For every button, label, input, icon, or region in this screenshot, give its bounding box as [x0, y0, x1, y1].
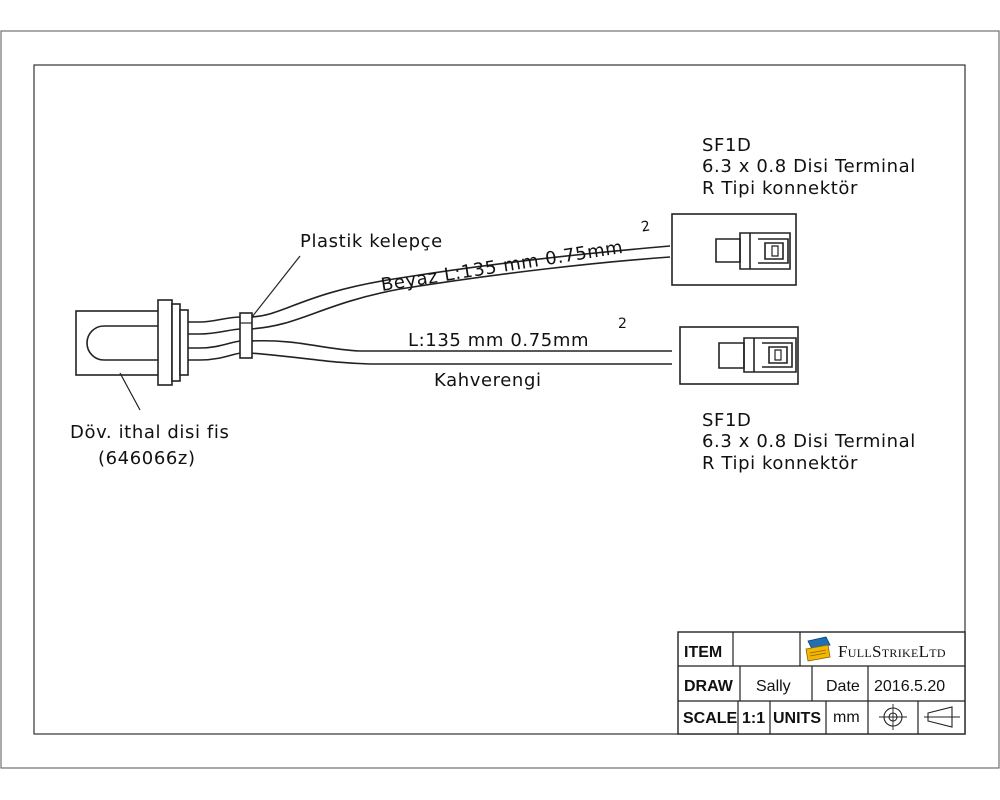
top-terminal-size: 6.3 x 0.8 Disi Terminal — [702, 156, 916, 177]
date-value: 2016.5.20 — [874, 678, 945, 695]
item-label: ITEM — [684, 644, 722, 661]
inner-border — [33, 64, 966, 735]
units-value: mm — [833, 709, 860, 726]
bottom-terminal-note: SF1D 6.3 x 0.8 Disi Terminal R Tipi konn… — [702, 410, 916, 474]
scale-label: SCALE — [683, 710, 738, 727]
company-name-full: FULL — [838, 642, 872, 661]
bottom-terminal-code: SF1D — [702, 410, 752, 431]
white-wire-spec-sup: 2 — [640, 218, 651, 235]
draw-label: DRAW — [684, 678, 734, 695]
plastic-clamp-label: Plastik kelepçe — [300, 231, 443, 252]
housing-connector — [75, 299, 200, 386]
brown-wire-color: Kahverengi — [434, 370, 542, 391]
scale-value: 1:1 — [742, 710, 765, 727]
title-block: ITEM FULLSTRIKELTD DRAW Sally Date 2016.… — [677, 631, 966, 735]
units-label: UNITS — [773, 710, 821, 727]
housing-leader-line — [119, 372, 141, 411]
outer-border — [0, 30, 1000, 769]
brown-wire-length: L:135 mm 0.75mm — [408, 330, 589, 351]
top-terminal-type: R Tipi konnektör — [702, 178, 858, 199]
logo-icon — [805, 636, 831, 662]
top-terminal-note: SF1D 6.3 x 0.8 Disi Terminal R Tipi konn… — [702, 135, 916, 199]
top-terminal-code: SF1D — [702, 135, 752, 156]
plastic-clamp — [239, 312, 253, 359]
bottom-terminal-type: R Tipi konnektör — [702, 453, 858, 474]
housing-label: Döv. ithal disi fis — [70, 422, 229, 443]
projection-circle-icon — [879, 704, 907, 730]
brown-wire-sup: 2 — [618, 316, 627, 332]
white-wire-label: Beyaz L:135 mm 0.75mm 2 — [379, 218, 651, 296]
bottom-terminal-size: 6.3 x 0.8 Disi Terminal — [702, 431, 916, 452]
date-label: Date — [826, 678, 860, 695]
terminal-bottom — [679, 326, 799, 385]
draw-value: Sally — [756, 678, 791, 695]
wire-brown — [199, 339, 672, 365]
company-name: FULLSTRIKELTD — [838, 642, 946, 661]
company-name-ltd: LTD — [919, 642, 946, 661]
company-name-strike: STRIKE — [872, 642, 919, 661]
wire-white — [199, 245, 671, 335]
terminal-top — [671, 213, 797, 286]
clamp-leader-line — [251, 255, 301, 318]
housing-part-number: (646066z) — [98, 448, 196, 469]
projection-cone-icon — [924, 706, 960, 728]
